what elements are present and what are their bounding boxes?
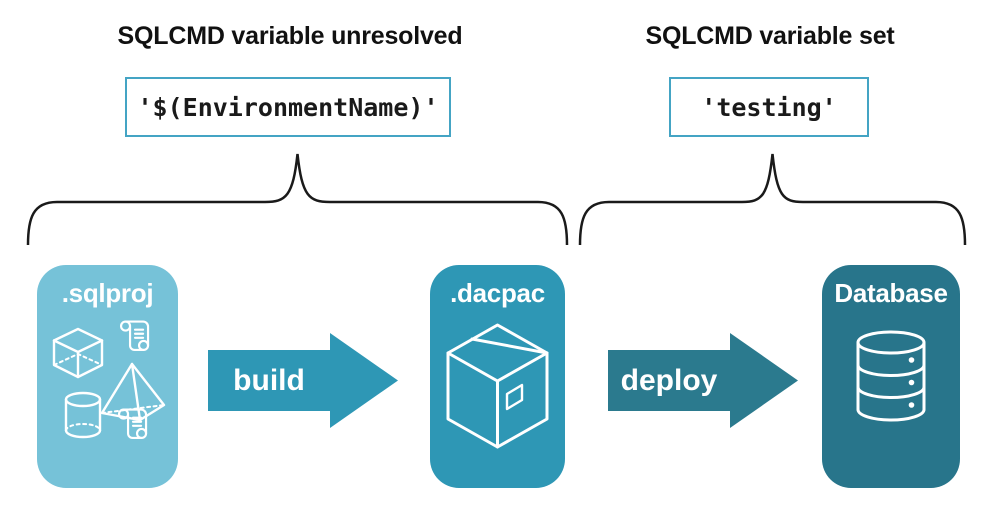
node-dacpac-label: .dacpac xyxy=(450,278,545,308)
code-value-unresolved: '$(EnvironmentName)' xyxy=(137,92,439,122)
package-box-icon xyxy=(446,323,549,449)
deploy-arrow xyxy=(608,333,798,428)
database-icon xyxy=(856,330,926,422)
node-dacpac: .dacpac xyxy=(430,265,565,488)
scroll-icon xyxy=(119,320,150,352)
brace-left xyxy=(26,153,569,245)
brace-right xyxy=(578,153,967,245)
cylinder-icon xyxy=(64,391,102,439)
heading-variable-set: SQLCMD variable set xyxy=(645,22,895,50)
node-sqlproj: .sqlproj xyxy=(37,265,178,488)
cube-icon xyxy=(52,327,104,379)
scroll-icon xyxy=(117,408,148,440)
build-arrow xyxy=(208,333,398,428)
code-box-unresolved: '$(EnvironmentName)' xyxy=(125,77,451,137)
heading-variable-unresolved: SQLCMD variable unresolved xyxy=(117,22,463,50)
code-value-set: 'testing' xyxy=(701,92,837,122)
node-database-label: Database xyxy=(834,278,948,308)
code-box-set: 'testing' xyxy=(669,77,869,137)
node-sqlproj-label: .sqlproj xyxy=(61,278,154,308)
node-database: Database xyxy=(822,265,960,488)
